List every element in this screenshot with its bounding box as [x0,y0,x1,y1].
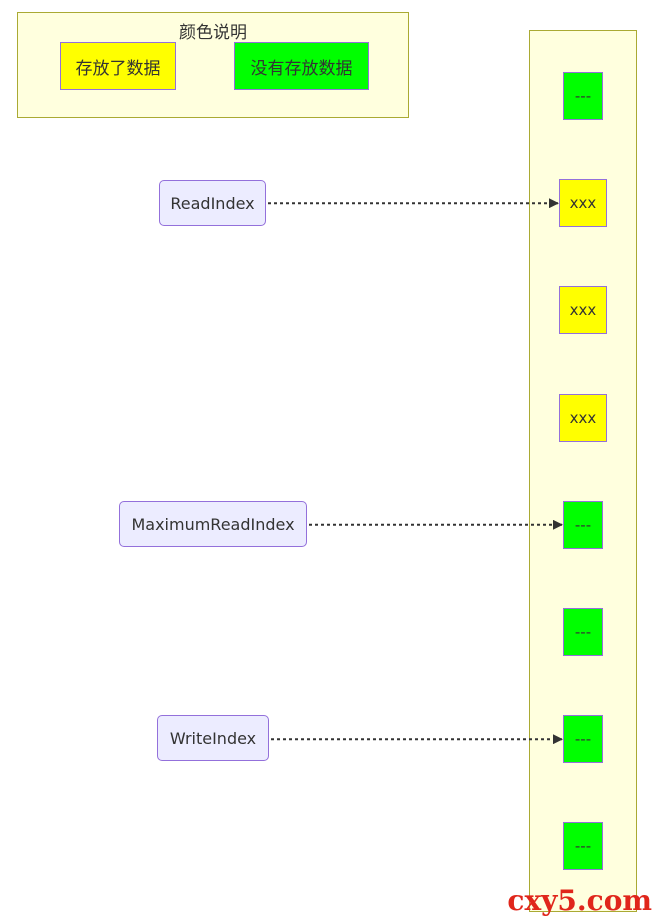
legend-stored-swatch: 存放了数据 [60,42,176,90]
buffer-slot-empty: --- [563,715,603,764]
pointer-readindex: ReadIndex [159,180,266,226]
legend-title: 颜色说明 [179,23,247,43]
buffer-slot-empty: --- [563,822,603,871]
pointer-writeindex: WriteIndex [157,715,269,761]
ring-buffer [529,30,637,912]
buffer-slot-empty: --- [563,500,603,549]
pointer-maximumreadindex: MaximumReadIndex [119,501,307,547]
buffer-slot-stored: xxx [559,286,607,335]
watermark: cxy5.com [507,884,652,917]
buffer-slot-stored: xxx [559,393,607,442]
legend-empty-swatch: 没有存放数据 [234,42,369,90]
buffer-slot-empty: --- [563,72,603,120]
color-legend: 颜色说明 存放了数据 没有存放数据 [17,12,409,118]
buffer-slot-stored: xxx [559,179,607,228]
buffer-slot-empty: --- [563,608,603,656]
